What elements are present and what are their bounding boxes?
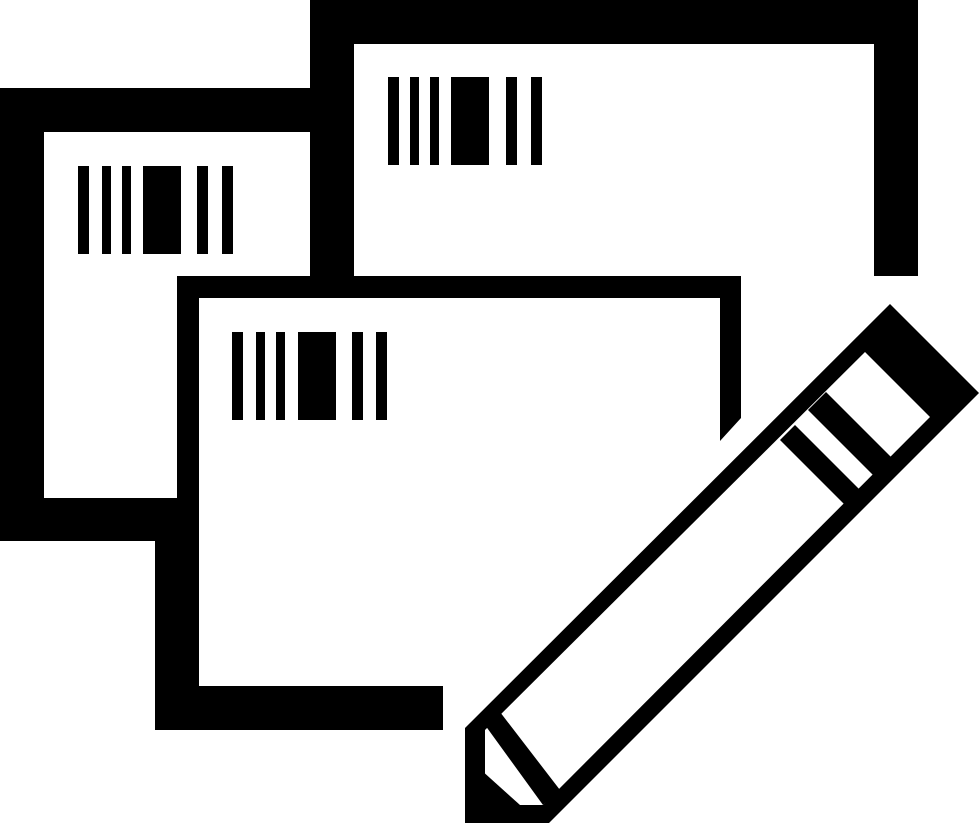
front-label-barcode: [232, 332, 387, 420]
back-label-icon: [310, 0, 918, 276]
front-label-icon: [155, 276, 741, 730]
back-label-barcode: [388, 77, 542, 165]
pencil-tip-line: [485, 712, 560, 805]
front-label-frame-bottom: [155, 541, 443, 730]
middle-label-barcode: [78, 166, 233, 254]
back-label-frame: [310, 0, 918, 276]
pencil-interior: [485, 352, 930, 805]
pencil-tip: [470, 760, 520, 805]
pencil-ferrule-2: [780, 425, 860, 505]
pencil-ferrule: [808, 392, 891, 475]
middle-label-frame: [0, 88, 332, 541]
middle-label-icon: [0, 88, 332, 541]
pencil-icon: [465, 304, 979, 823]
